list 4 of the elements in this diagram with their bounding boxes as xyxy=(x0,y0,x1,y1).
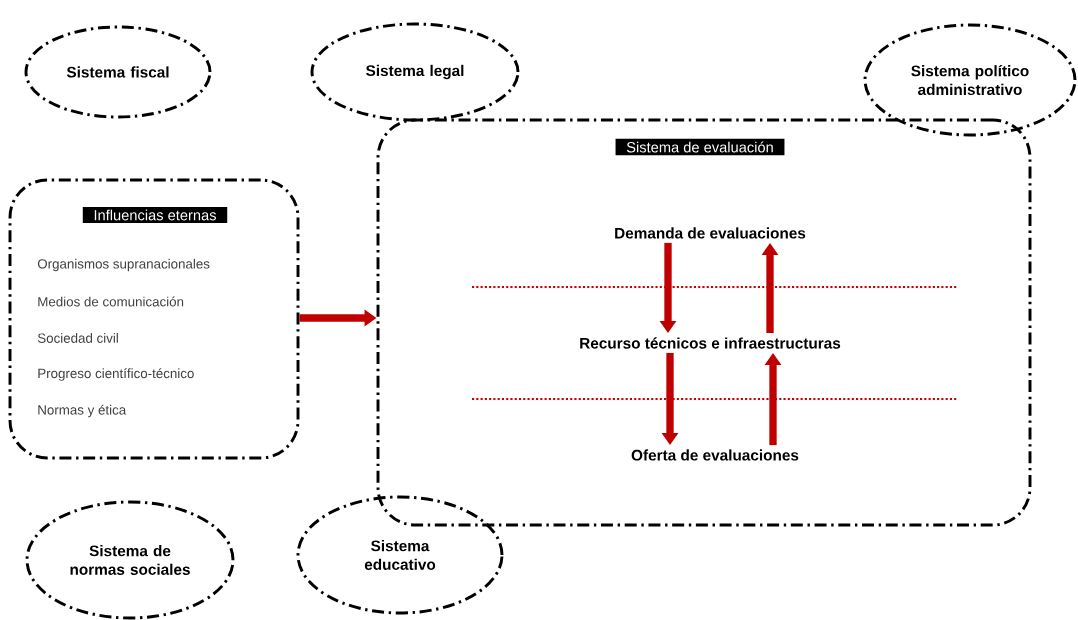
rounded-box: Influencias eternas Organismos supranacionales Medios de comunicación Sociedad civil Progreso científico-técnico Normas y ética xyxy=(8,178,300,460)
level-label: Recurso técnicos e infraestructuras xyxy=(580,337,841,349)
level-label: Demanda de evaluaciones xyxy=(615,227,806,239)
level-label: Oferta de evaluaciones xyxy=(631,449,799,461)
